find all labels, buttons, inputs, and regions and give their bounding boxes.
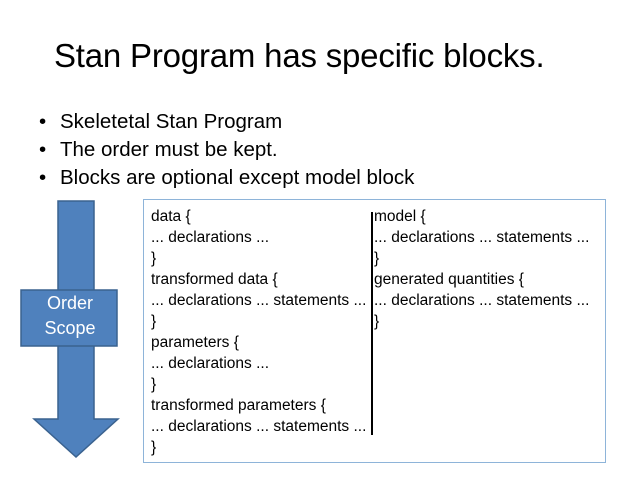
code-line: }	[151, 313, 157, 330]
code-line: }	[374, 250, 380, 267]
code-skeleton-box: data { ... declarations ... } transforme…	[143, 199, 606, 463]
code-line: ... declarations ... statements ...	[151, 292, 367, 309]
code-line: ... declarations ... statements ...	[374, 292, 590, 309]
code-line: transformed parameters {	[151, 397, 326, 414]
code-line: generated quantities {	[374, 271, 524, 288]
code-line: ... declarations ...	[151, 229, 270, 246]
code-column-right: model { ... declarations ... statements …	[374, 206, 589, 332]
bullet-marker-icon: •	[39, 110, 47, 133]
code-line: ... declarations ...	[151, 355, 270, 372]
code-column-left: data { ... declarations ... } transforme…	[151, 206, 366, 458]
code-line: }	[151, 376, 157, 393]
code-line: }	[374, 313, 380, 330]
list-item-label: Blocks are optional except model block	[60, 166, 415, 189]
code-line: }	[151, 250, 157, 267]
order-scope-arrow: Order Scope	[18, 199, 134, 461]
order-scope-plate	[20, 289, 118, 347]
list-item-label: Skeletetal Stan Program	[60, 110, 283, 133]
column-divider	[371, 212, 373, 435]
bullet-marker-icon: •	[39, 166, 47, 189]
list-item: • The order must be kept.	[30, 136, 500, 164]
code-line: }	[151, 439, 157, 456]
page-title: Stan Program has specific blocks.	[54, 37, 545, 74]
code-line: ... declarations ... statements ...	[374, 229, 590, 246]
code-line: data {	[151, 208, 191, 225]
code-line: transformed data {	[151, 271, 278, 288]
code-line: parameters {	[151, 334, 239, 351]
list-item: • Skeletetal Stan Program	[30, 108, 500, 136]
bullet-marker-icon: •	[39, 138, 47, 161]
bullet-list: • Skeletetal Stan Program • The order mu…	[30, 108, 500, 192]
code-line: model {	[374, 208, 426, 225]
list-item-label: The order must be kept.	[60, 138, 278, 161]
code-line: ... declarations ... statements ...	[151, 418, 367, 435]
list-item: • Blocks are optional except model block	[30, 164, 500, 192]
